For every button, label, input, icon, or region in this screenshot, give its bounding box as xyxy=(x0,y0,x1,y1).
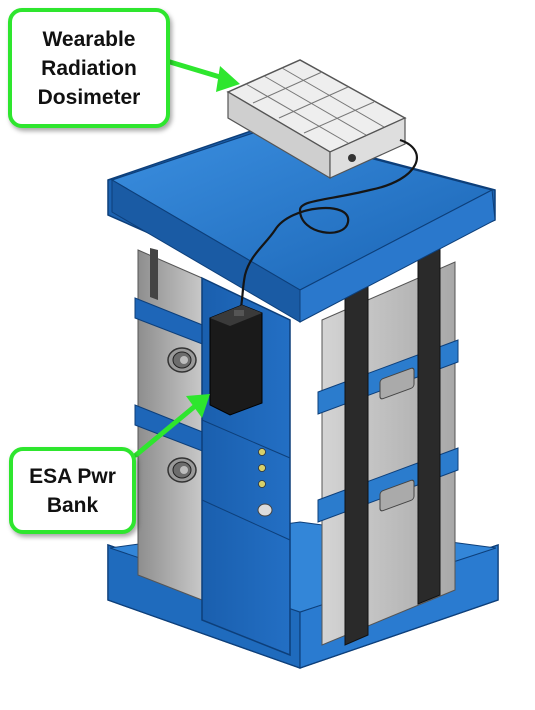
dosimeter-label-line2: Radiation xyxy=(41,56,137,80)
arrow-to-dosimeter xyxy=(167,59,240,92)
power-bank-label: ESA Pwr Bank xyxy=(29,462,116,520)
power-bank-label-line2: Bank xyxy=(46,493,99,517)
dosimeter-label-line1: Wearable xyxy=(42,27,136,51)
radiation-dosimeter xyxy=(226,59,407,180)
arrow-to-power-bank xyxy=(133,394,210,458)
power-bank-label-line1: ESA Pwr xyxy=(29,464,116,488)
dosimeter-label-line3: Dosimeter xyxy=(37,85,141,109)
connector-upper xyxy=(167,347,197,373)
charging-cable xyxy=(238,138,418,313)
connector-lower xyxy=(167,457,197,483)
dosimeter-callout: Wearable Radiation Dosimeter xyxy=(8,8,170,128)
straps xyxy=(344,246,441,646)
dosimeter-label: Wearable Radiation Dosimeter xyxy=(38,25,141,112)
power-bank xyxy=(209,304,263,416)
power-bank-callout: ESA Pwr Bank xyxy=(9,447,136,534)
